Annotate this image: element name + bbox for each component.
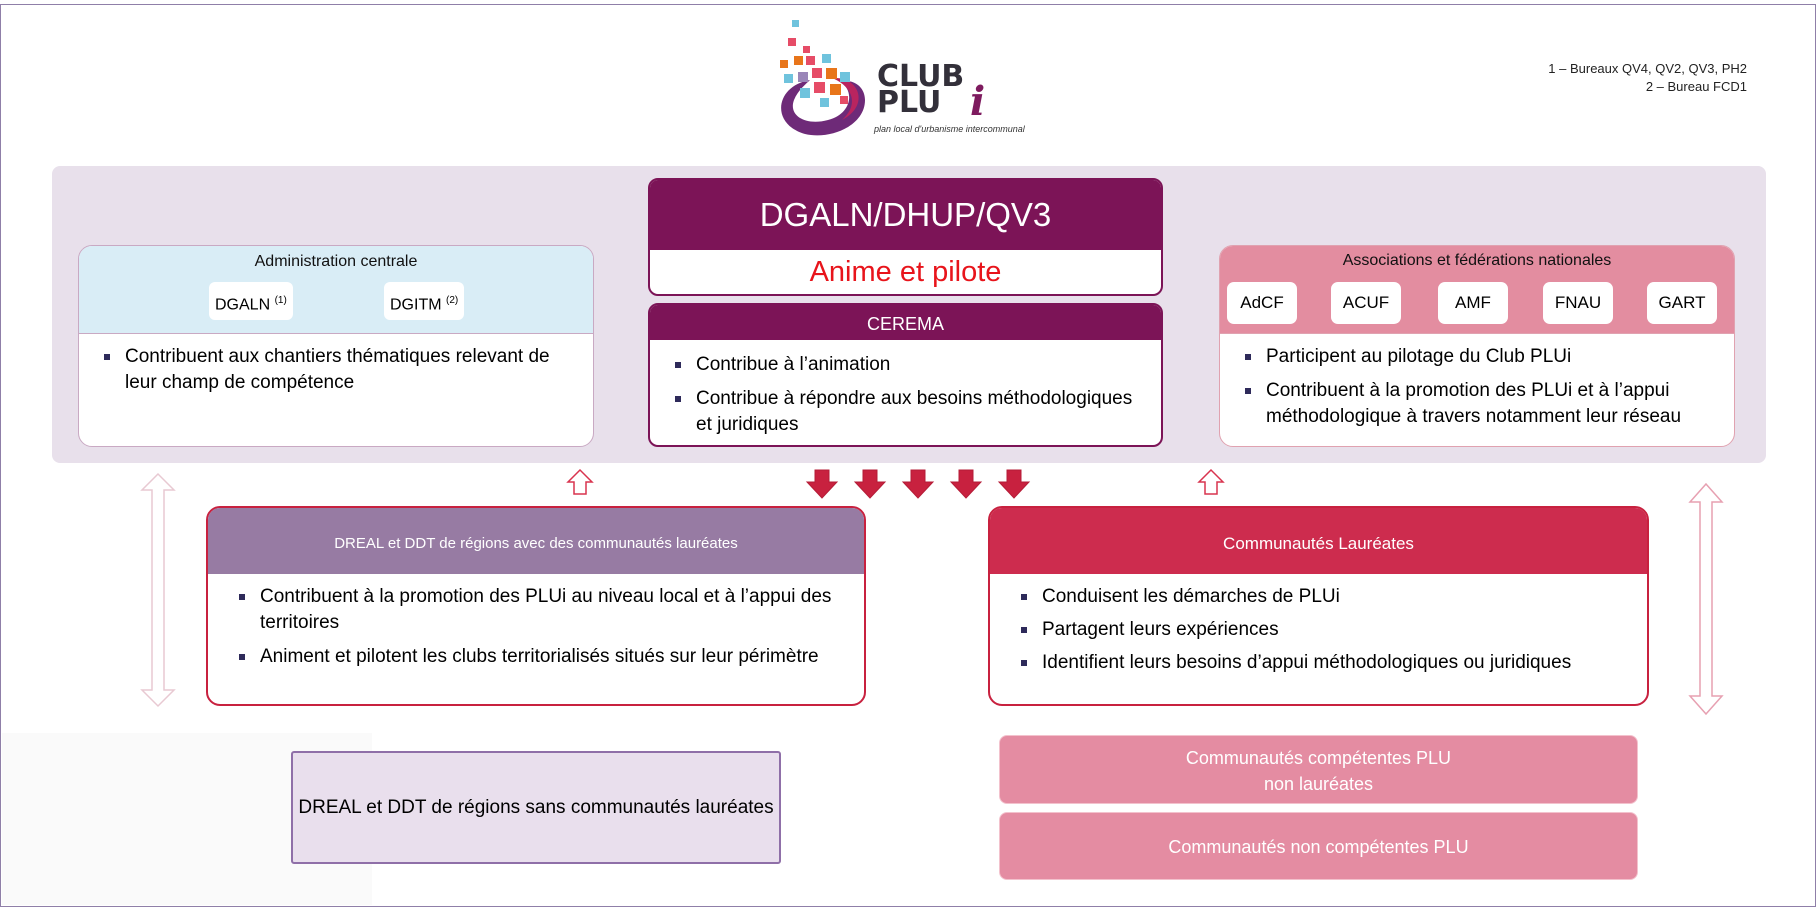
dreal-bullet: Contribuent à la promotion des PLUi au n…	[230, 584, 854, 636]
laureates-card: Communautés Lauréates Conduisent les dém…	[988, 506, 1649, 706]
laureates-title: Communautés Lauréates	[990, 508, 1647, 574]
laureates-bullet: Identifient leurs besoins d’appui méthod…	[1012, 650, 1637, 676]
logo-subtitle: plan local d'urbanisme intercommunal	[874, 124, 1025, 134]
adcf-pill: AdCF	[1227, 282, 1297, 324]
cerema-title: CEREMA	[650, 305, 1161, 340]
down-arrow-1	[805, 469, 839, 499]
logo-i-letter: i	[970, 78, 986, 125]
dgaln-subtitle: Anime et pilote	[809, 256, 1002, 288]
dreal-bullet: Animent et pilotent les clubs territoria…	[230, 644, 854, 670]
acuf-pill: ACUF	[1331, 282, 1401, 324]
dreal-avec-card: DREAL et DDT de régions avec des communa…	[206, 506, 866, 706]
down-arrow-2	[853, 469, 887, 499]
gart-pill: GART	[1647, 282, 1717, 324]
associations-bullet: Participent au pilotage du Club PLUi	[1236, 344, 1724, 370]
competentes-box: Communautés compétentes PLU non lauréate…	[999, 735, 1638, 804]
logo-graphic	[780, 20, 865, 136]
footnote-2: 2 – Bureau FCD1	[1645, 79, 1747, 94]
associations-header: Associations et fédérations nationales A…	[1220, 246, 1734, 334]
amf-pill: AMF	[1438, 282, 1508, 324]
down-arrow-5	[997, 469, 1031, 499]
admin-bullet: Contribuent aux chantiers thématiques re…	[95, 344, 573, 396]
dgaln-pill: DGALN (1)	[209, 282, 293, 320]
fnau-pill: FNAU	[1543, 282, 1613, 324]
admin-centrale-header: Administration centrale DGALN (1) DGITM …	[79, 246, 593, 334]
up-arrow-right	[1197, 468, 1225, 495]
cerema-bullet: Contribue à répondre aux besoins méthodo…	[666, 386, 1151, 438]
club-plui-logo: CLUB PLU i plan local d'urbanisme interc…	[770, 16, 1040, 142]
competentes-line2: non lauréates	[1263, 774, 1374, 794]
logo-wordmark: CLUB PLU	[877, 59, 965, 120]
down-arrow-3	[901, 469, 935, 499]
dgaln-card: DGALN/DHUP/QV3 Anime et pilote	[648, 178, 1163, 296]
up-arrow-left	[566, 468, 594, 495]
cerema-card: CEREMA Contribue à l’animation Contribue…	[648, 303, 1163, 447]
down-arrow-4	[949, 469, 983, 499]
dreal-sans-box: DREAL et DDT de régions sans communautés…	[291, 751, 781, 864]
associations-bullet: Contribuent à la promotion des PLUi et à…	[1236, 378, 1724, 430]
dreal-avec-title: DREAL et DDT de régions avec des communa…	[208, 508, 864, 574]
associations-card: Associations et fédérations nationales A…	[1219, 245, 1735, 447]
laureates-bullet: Partagent leurs expériences	[1012, 617, 1637, 643]
admin-centrale-title: Administration centrale	[254, 253, 418, 270]
non-competentes-box: Communautés non compétentes PLU	[999, 812, 1638, 880]
right-double-arrow	[1688, 482, 1724, 716]
left-double-arrow	[140, 472, 176, 708]
associations-title: Associations et fédérations nationales	[1342, 252, 1612, 269]
competentes-line1: Communautés compétentes PLU	[1185, 748, 1452, 768]
admin-centrale-card: Administration centrale DGALN (1) DGITM …	[78, 245, 594, 447]
footnotes: 1 – Bureaux QV4, QV2, QV3, PH2 2 – Burea…	[1548, 60, 1747, 96]
footnote-1: 1 – Bureaux QV4, QV2, QV3, PH2	[1548, 61, 1747, 76]
cerema-bullet: Contribue à l’animation	[666, 352, 1151, 378]
dgitm-pill: DGITM (2)	[384, 282, 465, 320]
dgaln-title: DGALN/DHUP/QV3	[650, 180, 1161, 250]
laureates-bullet: Conduisent les démarches de PLUi	[1012, 584, 1637, 610]
